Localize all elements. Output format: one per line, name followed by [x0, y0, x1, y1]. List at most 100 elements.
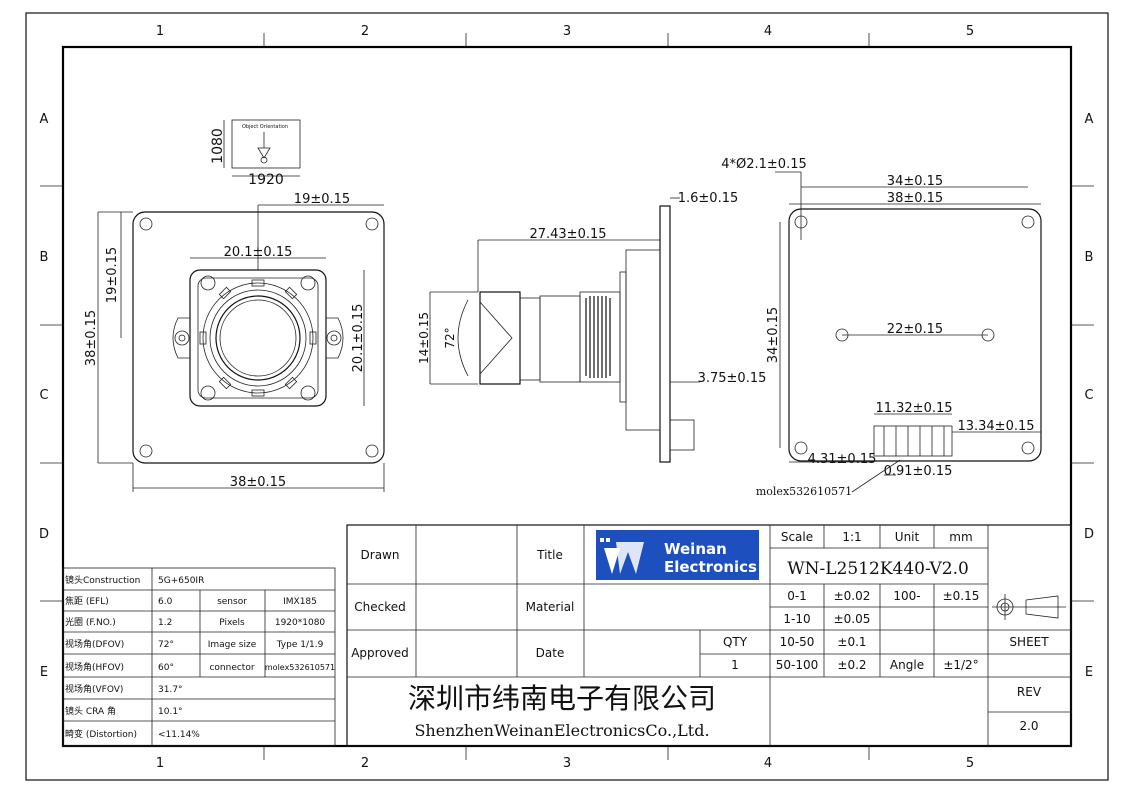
row-label-right: A — [1085, 112, 1094, 127]
row-label-left: D — [39, 527, 49, 542]
spec-cell: connector — [209, 663, 254, 673]
tol-cell: ±0.15 — [943, 589, 980, 603]
spec-cell: 72° — [158, 640, 174, 650]
col-label-top: 3 — [563, 24, 571, 39]
title-label: Title — [536, 548, 563, 562]
dim-side-height: 14±0.15 — [417, 312, 431, 364]
row-label-right: D — [1084, 527, 1094, 542]
col-label-top: 5 — [966, 24, 974, 39]
tol-cell: Angle — [890, 658, 924, 672]
tol-cell: ±0.05 — [834, 612, 871, 626]
dim-back-side: 34±0.15 — [766, 307, 781, 363]
tol-cell: ±0.02 — [834, 589, 871, 603]
spec-cell: 视场角(HFOV) — [65, 661, 124, 673]
outer-frame — [25, 12, 1109, 781]
dim-front-outer-height: 38±0.15 — [84, 310, 99, 366]
col-label-bottom: 5 — [966, 756, 974, 771]
spec-cell: 1920*1080 — [275, 618, 326, 628]
orientation-caption: Object Orientation — [242, 124, 288, 130]
spec-cell: 焦距 (EFL) — [65, 595, 109, 607]
resolution-vertical: 1080 — [210, 128, 226, 164]
approved-label: Approved — [351, 646, 409, 660]
dim-back-holes: 4*Ø2.1±0.15 — [721, 157, 807, 172]
spec-cell: 60° — [158, 663, 174, 673]
logo-text-1: Weinan — [664, 540, 727, 558]
tol-cell: ±0.2 — [837, 658, 866, 672]
dim-front-bottom: 38±0.15 — [230, 475, 286, 490]
spec-cell: 光圈 (F.NO.) — [65, 616, 116, 628]
dim-back-1334: 13.34±0.15 — [957, 419, 1034, 434]
spec-cell: molex532610571 — [265, 663, 335, 672]
tol-cell: ±1/2° — [943, 658, 978, 672]
row-label-right: C — [1084, 388, 1093, 403]
qty-label: QTY — [723, 635, 748, 649]
front-view: 19±0.15 20.1±0.15 19±0.15 38±0.15 20.1±0… — [84, 192, 385, 492]
spec-table — [62, 567, 336, 747]
dim-side-back: 3.75±0.15 — [698, 371, 767, 386]
spec-cell: 10.1° — [158, 707, 183, 717]
col-label-bottom: 1 — [156, 756, 164, 771]
spec-cell: <11.14% — [158, 730, 200, 740]
tol-cell: 50-100 — [776, 658, 819, 672]
spec-cell: 视场角(VFOV) — [65, 683, 123, 695]
qty-value: 1 — [731, 658, 739, 672]
drawn-label: Drawn — [361, 548, 400, 562]
row-label-right: B — [1085, 250, 1094, 265]
tol-cell: 10-50 — [780, 635, 815, 649]
col-label-top: 1 — [156, 24, 164, 39]
spec-cell: 5G+650IR — [158, 576, 204, 586]
weinan-logo-icon — [600, 538, 644, 574]
row-label-left: A — [40, 112, 49, 127]
col-label-bottom: 4 — [764, 756, 772, 771]
spec-cell: Pixels — [219, 618, 245, 628]
dim-back-431: 4.31±0.15 — [808, 452, 877, 467]
unit-label: Unit — [895, 530, 920, 544]
spec-cell: Type 1/1.9 — [276, 640, 324, 650]
spec-cell: 6.0 — [158, 597, 173, 607]
spec-cell: 畸变 (Distortion) — [65, 728, 137, 740]
rev-value: 2.0 — [1019, 719, 1038, 733]
spec-cell: sensor — [217, 597, 247, 607]
checked-label: Checked — [354, 600, 406, 614]
spec-cell: IMX185 — [283, 597, 317, 607]
sheet-label: SHEET — [1009, 635, 1049, 649]
spec-cell: 视场角(DFOV) — [65, 638, 124, 650]
material-label: Material — [526, 600, 575, 614]
row-label-left: B — [40, 250, 49, 265]
row-label-right: E — [1085, 665, 1093, 680]
projection-symbol-icon — [992, 594, 1066, 620]
connector-label: molex532610571 — [756, 485, 852, 498]
company-name-en: ShenzhenWeinanElectronicsCo.,Ltd. — [414, 721, 709, 740]
dim-side-angle: 72° — [443, 327, 457, 348]
tol-cell: 1-10 — [783, 612, 810, 626]
tol-cell: 0-1 — [787, 589, 807, 603]
person-icon — [257, 147, 271, 159]
logo-text-2: Electronics — [664, 558, 757, 576]
unit-value: mm — [949, 530, 972, 544]
row-label-left: E — [40, 665, 48, 680]
col-label-bottom: 2 — [361, 756, 369, 771]
dim-front-top: 19±0.15 — [294, 192, 350, 207]
dim-back-091: 0.91±0.15 — [884, 464, 953, 479]
dim-side-length: 27.43±0.15 — [529, 227, 606, 242]
dim-front-right-height: 20.1±0.15 — [351, 304, 366, 373]
dim-back-1132: 11.32±0.15 — [875, 401, 952, 416]
date-label: Date — [536, 646, 565, 660]
row-label-left: C — [39, 388, 48, 403]
back-view: 4*Ø2.1±0.15 34±0.15 38±0.15 34±0.15 22±0… — [721, 157, 1042, 498]
spec-cell: 1.2 — [158, 618, 172, 628]
scale-value: 1:1 — [842, 530, 861, 544]
part-number: WN-L2512K440-V2.0 — [787, 559, 969, 579]
rev-label: REV — [1017, 685, 1042, 699]
company-name-cn: 深圳市纬南电子有限公司 — [408, 682, 716, 715]
dim-side-thickness: 1.6±0.15 — [678, 191, 739, 206]
spec-cell: Image size — [208, 640, 257, 650]
tol-cell: 100- — [893, 589, 920, 603]
zone-ticks — [40, 33, 1094, 760]
side-view: 1.6±0.15 27.43±0.15 14±0.15 72° 3.75±0.1… — [417, 191, 767, 463]
spec-cell: 镜头Construction — [65, 574, 140, 586]
spec-cell: 镜头 CRA 角 — [65, 705, 116, 717]
dim-back-38: 38±0.15 — [887, 191, 943, 206]
col-label-top: 4 — [764, 24, 772, 39]
